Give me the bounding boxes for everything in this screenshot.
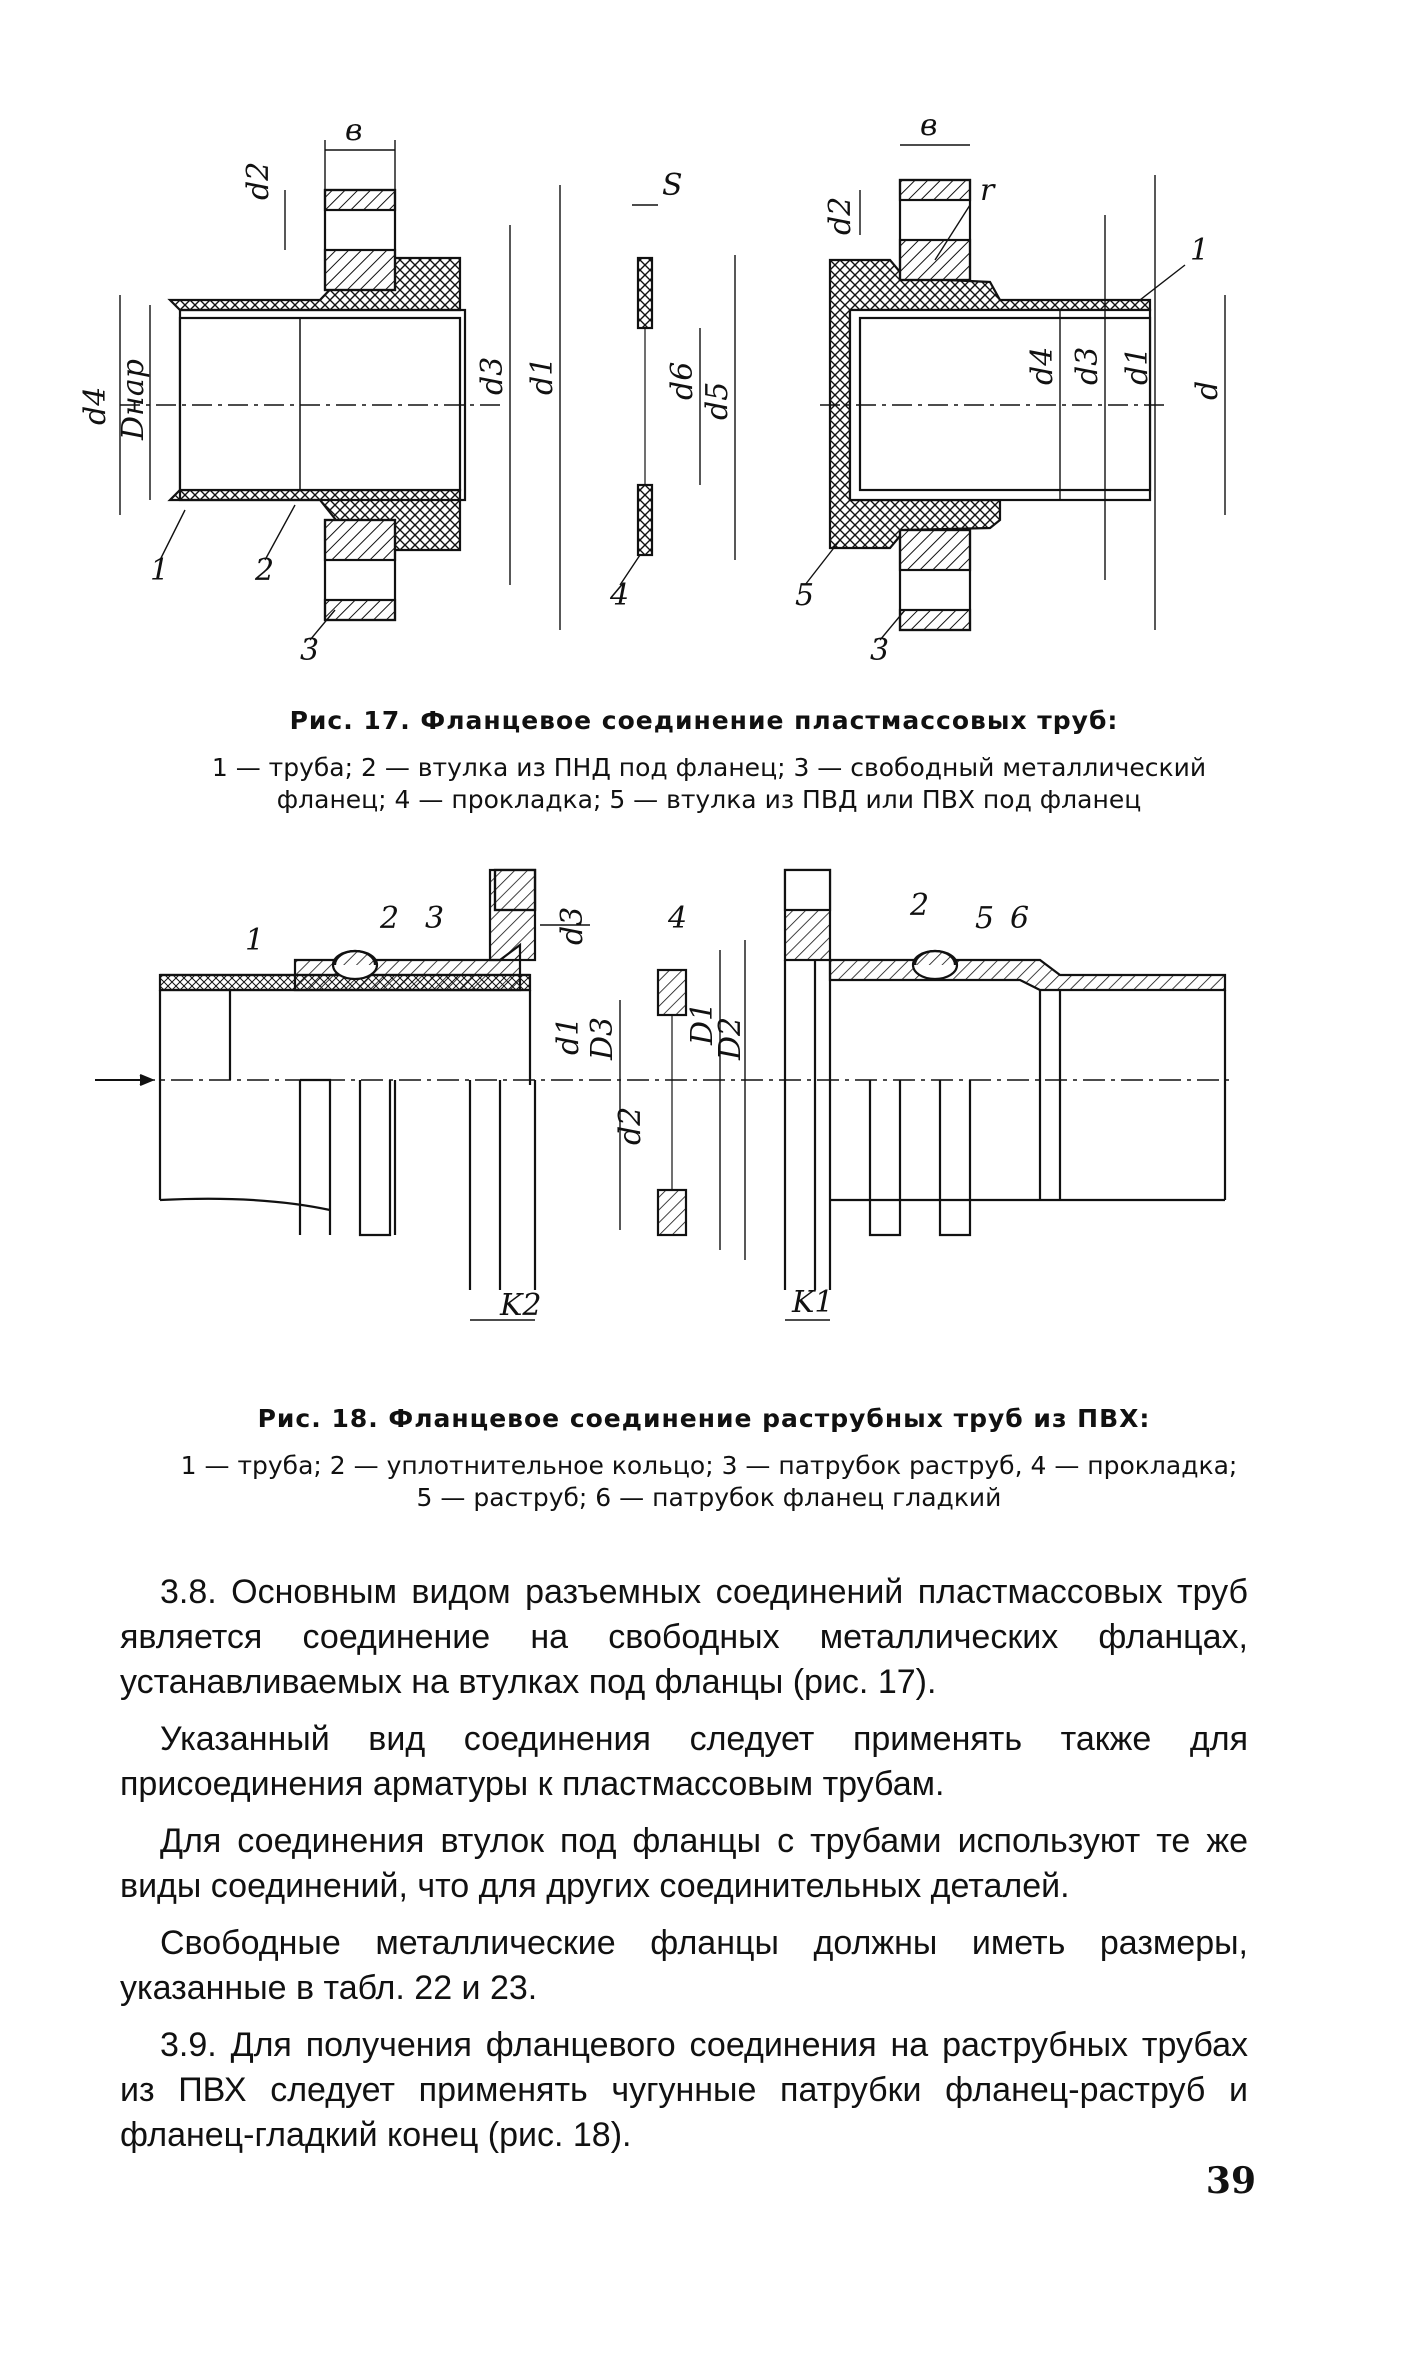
fig17-label-n4: 4 — [609, 578, 629, 613]
figure-18-caption: Рис. 18. Фланцевое соединение раструбных… — [257, 1404, 1151, 1433]
figure-17-caption: Рис. 17. Фланцевое соединение пластмассо… — [289, 706, 1119, 735]
fig17-left-assembly — [119, 140, 561, 630]
fig17-label-d1b: d1 — [1120, 347, 1155, 385]
fig17-label-d4b: d4 — [1025, 347, 1060, 385]
fig18-label-D3: D3 — [585, 1017, 620, 1061]
fig17-label-d6: d6 — [665, 362, 700, 400]
fig18-label-K2: K2 — [499, 1288, 542, 1323]
fig17-gasket — [632, 204, 736, 560]
fig18-label-n2b: 2 — [909, 888, 929, 923]
fig18-label-n1: 1 — [245, 923, 264, 958]
fig18-label-K1: K1 — [791, 1285, 834, 1320]
fig17-label-b1: в — [345, 113, 362, 148]
fig18-label-D2: D2 — [713, 1017, 748, 1061]
figure-18-legend: 1 — труба; 2 — уплотнительное кольцо; 3 … — [170, 1450, 1248, 1514]
fig17-label-d2b: d2 — [823, 197, 858, 235]
fig17-right-assembly — [820, 144, 1226, 632]
fig18-label-d1: d1 — [551, 1017, 586, 1055]
fig18-label-d2: d2 — [613, 1107, 648, 1145]
paragraph: Указанный вид соединения следует применя… — [120, 1720, 1248, 1803]
body-text: 3.8. Основным видом разъемных соединений… — [120, 1570, 1248, 2170]
fig18-right-pipe — [783, 868, 1227, 1290]
figure-18-legend-line: 5 — раструб; 6 — патрубок фланец гладкий — [416, 1483, 1002, 1512]
fig17-label-dnar: Dнар — [116, 359, 151, 441]
fig18-gasket — [619, 940, 746, 1260]
figure-17-legend-line: фланец; 4 — прокладка; 5 — втулка из ПВД… — [276, 785, 1142, 814]
fig18-label-D1: D1 — [685, 1002, 720, 1046]
fig17-label-n3a: 3 — [300, 633, 319, 668]
fig18-label-n4: 4 — [667, 901, 687, 936]
fig18-label-n5: 5 — [975, 901, 994, 936]
fig17-label-s: S — [662, 168, 683, 203]
fig17-label-d1a: d1 — [525, 357, 560, 395]
fig17-label-d: d — [1190, 381, 1225, 400]
paragraph: 3.8. Основным видом разъемных соединений… — [120, 1573, 1248, 1701]
paragraph: Свободные металлические фланцы должны им… — [120, 1924, 1248, 2007]
page-number: 39 — [1205, 2160, 1256, 2202]
fig17-label-d3a: d3 — [475, 357, 510, 395]
fig17-label-b2: в — [920, 108, 937, 143]
figure-17-legend: 1 — труба; 2 — втулка из ПНД под фланец;… — [170, 752, 1248, 816]
fig18-label-d3: d3 — [555, 907, 590, 945]
fig17-label-n2: 2 — [254, 553, 274, 588]
fig17-label-n1: 1 — [150, 553, 169, 588]
figure-18-drawing: 1 2 3 4 2 5 6 d3 d1 D3 d2 D1 D2 K2 K1 — [95, 868, 1230, 1323]
fig17-label-d4a: d4 — [78, 387, 113, 425]
fig17-label-d2a: d2 — [241, 162, 276, 200]
fig17-label-d3b: d3 — [1070, 347, 1105, 385]
figure-18-legend-line: 1 — труба; 2 — уплотнительное кольцо; 3 … — [180, 1451, 1238, 1480]
fig17-label-r: r — [980, 173, 996, 208]
fig17-label-n1b: 1 — [1190, 233, 1209, 268]
figure-17-legend-line: 1 — труба; 2 — втулка из ПНД под фланец;… — [211, 753, 1207, 782]
figure-17-drawing: в d2 Dнар d4 d3 d1 S d6 d5 в d2 r d4 d3 … — [78, 108, 1226, 668]
paragraph: Для соединения втулок под фланцы с труба… — [120, 1822, 1248, 1905]
fig18-label-n6: 6 — [1010, 901, 1029, 936]
fig17-label-d5: d5 — [700, 382, 735, 420]
paragraph: 3.9. Для получения фланцевого соединения… — [120, 2026, 1248, 2154]
fig17-label-n3b: 3 — [870, 633, 889, 668]
fig18-label-n2a: 2 — [379, 901, 399, 936]
fig18-label-n3: 3 — [425, 901, 444, 936]
fig17-label-n5: 5 — [795, 578, 814, 613]
fig18-left-pipe — [158, 868, 537, 1290]
